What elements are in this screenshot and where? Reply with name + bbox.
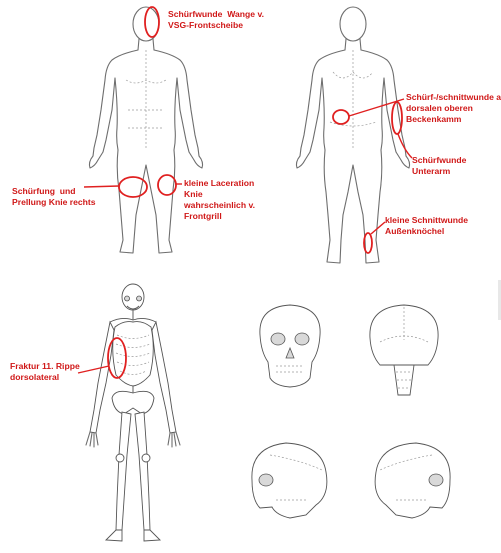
annotation-rib: Fraktur 11. Rippe dorsolateral <box>10 361 80 383</box>
ankle-pointer <box>371 222 385 234</box>
annotation-knee-left: kleine Laceration Knie wahrscheinlich v.… <box>184 178 255 222</box>
skull-right-view <box>375 443 450 518</box>
skeleton-drawing <box>86 284 180 541</box>
knee-right-marker <box>119 177 147 197</box>
skull-front-view <box>260 305 320 387</box>
annotation-cheek: Schürfwunde Wange v. VSG-Frontscheibe <box>168 9 264 31</box>
annotation-ankle: kleine Schnittwunde Außenknöchel <box>385 215 468 237</box>
skull-back-view <box>370 305 438 395</box>
back-marker <box>333 110 349 124</box>
annotation-knee-right: Schürfung und Prellung Knie rechts <box>12 186 96 208</box>
skull-left-view <box>252 443 327 518</box>
annotation-forearm: Schürfwunde Unterarm <box>412 155 466 177</box>
annotation-back: Schürf-/schnittwunde am dorsalen oberen … <box>406 92 501 125</box>
forearm-marker <box>392 102 402 134</box>
back-pointer <box>349 99 404 116</box>
